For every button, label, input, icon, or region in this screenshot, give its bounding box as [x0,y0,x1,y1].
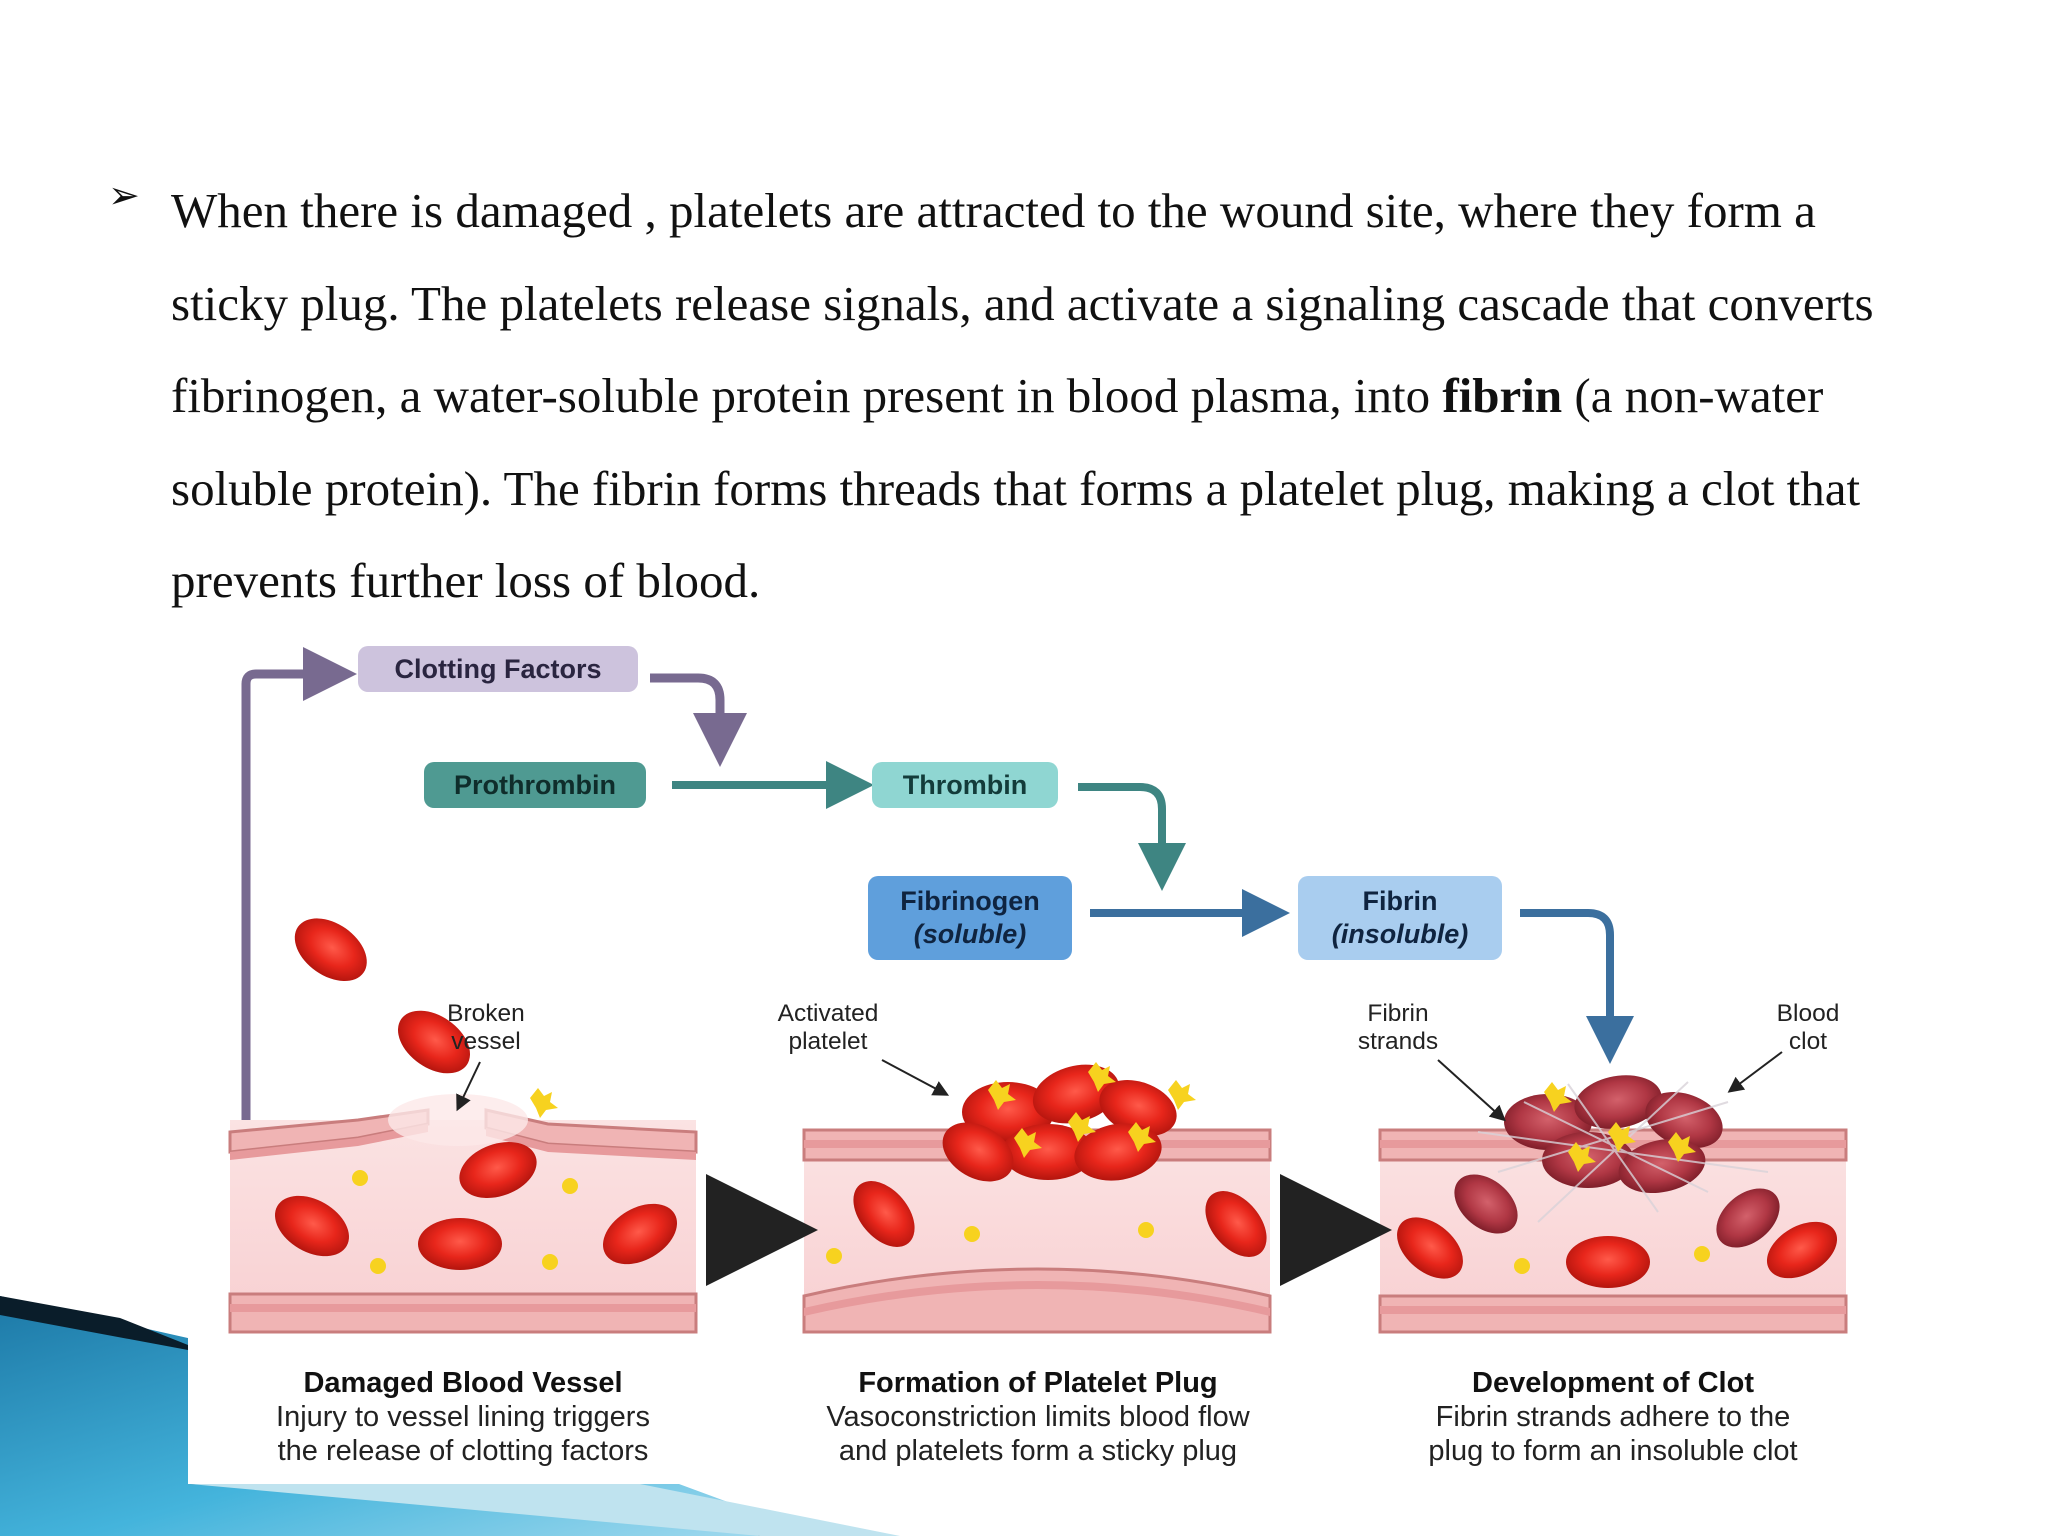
activated-platelet-leader [881,1059,950,1096]
thrombin-arrow [1078,783,1186,891]
blood-clot-callout: Blood clot [1758,1000,1858,1056]
activated-platelet-line2: platelet [788,1028,868,1055]
activated-platelet-callout: Activated platelet [758,1000,898,1056]
fibrin-strands-line1: Fibrin [1367,1000,1429,1027]
stage-desc-line1: Vasoconstriction limits blood flow [826,1401,1250,1433]
stage-caption-clot: Development of Clot Fibrin strands adher… [1343,1366,1883,1468]
broken-vessel-line1: Broken [447,1000,525,1027]
blood-clot-line2: clot [1788,1028,1828,1055]
fibrin-strands-callout: Fibrin strands [1338,1000,1458,1056]
fibrin-state-label: (insoluble) [1332,919,1469,949]
fibrin-box [1298,876,1502,960]
stage-caption-damaged-vessel: Damaged Blood Vessel Injury to vessel li… [193,1366,733,1468]
fibrinogen-box [868,876,1072,960]
fibrin-arrow [1520,909,1634,1064]
prothrombin-label: Prothrombin [454,770,616,800]
clotting-factors-box [358,646,638,692]
clotting-diagram-svg: Clotting Factors Prothrombin Thrombin Fi… [228,646,1848,1334]
clotting-factors-label: Clotting Factors [395,654,602,684]
stage-desc-line2: and platelets form a sticky plug [838,1435,1238,1467]
prothrombin-box [424,762,646,808]
damaged-vessel-panel [228,918,698,1334]
stage-desc-line2: the release of clotting factors [277,1435,649,1467]
fibrin-label: Fibrin [1363,886,1438,916]
stage-title: Damaged Blood Vessel [303,1367,623,1399]
broken-vessel-callout: Broken vessel [426,1000,546,1056]
fibrin-strands-line2: strands [1357,1028,1439,1055]
stage-desc-line1: Fibrin strands adhere to the [1435,1401,1791,1433]
stage-desc-line1: Injury to vessel lining triggers [276,1401,650,1433]
platelet-plug-panel [802,1062,1272,1334]
stage-caption-platelet-plug: Formation of Platelet Plug Vasoconstrict… [768,1366,1308,1468]
bullet-text-bold: fibrin [1442,368,1563,423]
thrombin-box [872,762,1058,808]
blood-clot-leader [1727,1051,1783,1093]
fibrinogen-label: Fibrinogen [900,886,1039,916]
bullet-arrow-icon: ➢ [108,173,140,217]
thrombin-label: Thrombin [903,770,1027,800]
stage-title: Development of Clot [1472,1367,1754,1399]
stage-title: Formation of Platelet Plug [858,1367,1218,1399]
bullet-text-part2: (a non-water soluble protein). The fibri… [171,368,1861,608]
bullet-text: When there is damaged , platelets are at… [171,165,1931,628]
fibrinogen-state-label: (soluble) [914,919,1027,949]
bullet-text-part1: When there is damaged , platelets are at… [171,183,1874,423]
broken-vessel-line2: vessel [451,1028,521,1055]
clotting-factors-arrow [650,673,747,767]
blood-clot-line1: Blood [1776,1000,1840,1027]
fibrin-strands-leader [1437,1059,1506,1122]
broken-vessel-leader [456,1061,481,1112]
feedback-arrow [241,647,357,1130]
clot-panel [1378,1075,1848,1334]
activated-platelet-line1: Activated [777,1000,879,1027]
stage-desc-line2: plug to form an insoluble clot [1428,1435,1798,1467]
clotting-diagram: Clotting Factors Prothrombin Thrombin Fi… [188,632,1896,1484]
